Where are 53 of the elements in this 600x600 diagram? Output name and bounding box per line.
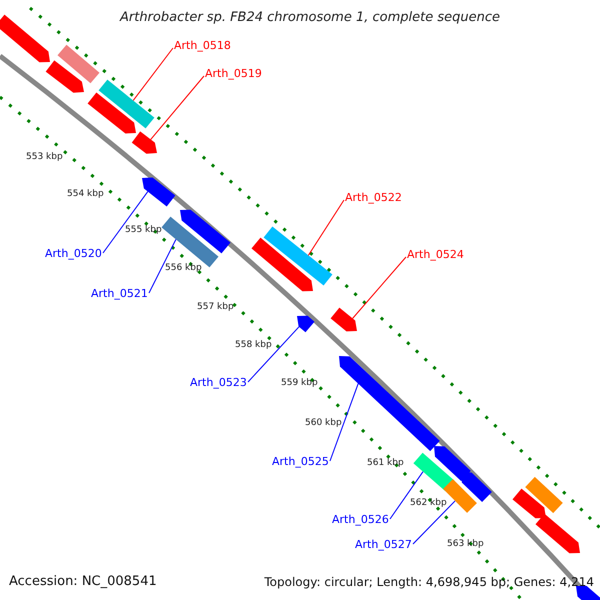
leader-line xyxy=(248,326,300,382)
accession-text: Accession: NC_008541 xyxy=(9,575,157,588)
gene-block xyxy=(576,586,600,600)
scale-label: 563 kbp xyxy=(447,540,484,549)
leader-line xyxy=(352,256,406,319)
gene-block xyxy=(264,226,332,286)
leader-line xyxy=(390,471,424,520)
gene-block xyxy=(252,238,313,292)
gene-block xyxy=(461,472,492,502)
gene-label: Arth_0519 xyxy=(205,68,262,79)
gene-block xyxy=(536,514,580,554)
gene-block xyxy=(58,44,100,84)
leader-line xyxy=(148,238,176,294)
scale-label: 558 kbp xyxy=(235,341,272,350)
scale-label: 562 kbp xyxy=(410,499,447,508)
gene-label: Arth_0526 xyxy=(332,514,389,525)
scale-label: 557 kbp xyxy=(197,303,234,312)
scale-label: 561 kbp xyxy=(367,459,404,468)
summary-text: Topology: circular; Length: 4,698,945 bp; Genes: 4,214 xyxy=(264,576,594,588)
scale-label: 555 kbp xyxy=(125,226,162,235)
gene-block xyxy=(142,178,176,206)
leader-line xyxy=(412,500,456,544)
gene-label: Arth_0524 xyxy=(407,249,464,260)
gene-label: Arth_0522 xyxy=(345,192,402,203)
gene-block xyxy=(330,308,357,332)
gene-block xyxy=(88,92,136,134)
scale-label: 554 kbp xyxy=(67,190,104,199)
gene-block xyxy=(297,316,314,332)
leader-line xyxy=(330,383,359,462)
scale-label: 560 kbp xyxy=(305,419,342,428)
leader-line xyxy=(150,76,204,140)
scale-label: 553 kbp xyxy=(26,153,63,162)
gene-label: Arth_0520 xyxy=(45,248,102,259)
gene-block xyxy=(413,452,455,492)
gene-block xyxy=(180,210,230,254)
leader-line xyxy=(308,200,344,256)
scale-label: 559 kbp xyxy=(281,379,318,388)
gene-block xyxy=(46,60,84,93)
gene-label: Arth_0527 xyxy=(355,539,412,550)
title: Arthrobacter sp. FB24 chromosome 1, complete sequence xyxy=(118,11,502,24)
gene-label: Arth_0521 xyxy=(91,288,148,299)
scale-label: 556 kbp xyxy=(165,264,202,273)
gene-block xyxy=(98,80,154,128)
gene-label: Arth_0523 xyxy=(190,377,247,388)
gene-block xyxy=(512,488,546,518)
gene-block xyxy=(0,14,50,62)
gene-label: Arth_0525 xyxy=(272,456,329,467)
gene-block xyxy=(132,131,157,154)
gene-block xyxy=(434,446,471,482)
gene-label: Arth_0518 xyxy=(174,40,231,51)
leader-line xyxy=(102,191,148,254)
leader-line xyxy=(132,48,174,101)
gene-block xyxy=(525,476,563,514)
